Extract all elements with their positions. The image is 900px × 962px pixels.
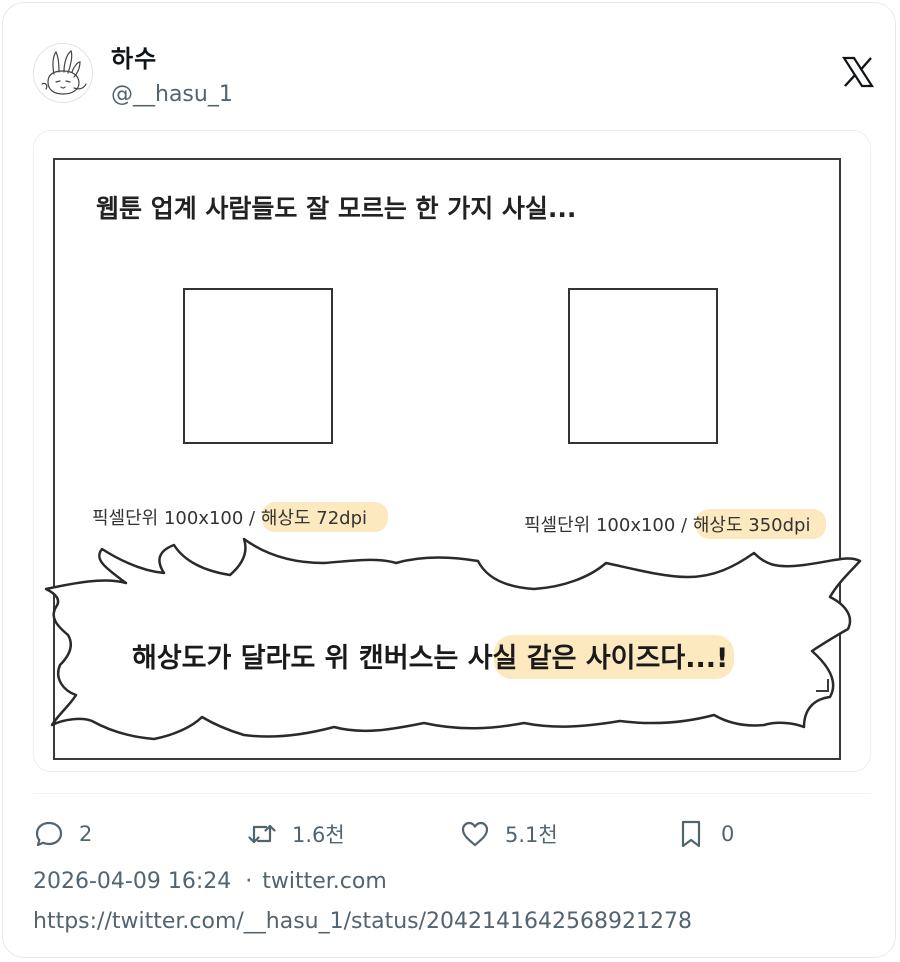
retweet-button[interactable]: 1.6천 xyxy=(246,815,345,853)
tweet-meta: 2026-04-09 16:24 · twitter.com xyxy=(33,869,387,894)
image-title: 웹툰 업계 사람들도 잘 모르는 한 가지 사실... xyxy=(96,194,576,223)
bubble-text: 해상도가 달라도 위 캔버스는 사실 같은 사이즈다...! xyxy=(132,643,728,674)
heart-icon xyxy=(461,821,489,847)
canvas-350dpi xyxy=(568,288,718,444)
right-caption: 픽셀단위 100x100 / 해상도 350dpi xyxy=(524,515,810,536)
bubble-highlight xyxy=(494,635,734,679)
bookmark-count: 0 xyxy=(721,822,735,846)
right-highlight xyxy=(696,509,826,539)
author-name[interactable]: 하수 xyxy=(111,45,158,73)
avatar[interactable] xyxy=(33,43,93,103)
reply-button[interactable]: 2 xyxy=(33,815,92,853)
tweet-media-image[interactable]: 웹툰 업계 사람들도 잘 모르는 한 가지 사실... 픽셀단위 100x100… xyxy=(33,130,871,772)
x-logo-icon[interactable] xyxy=(841,55,875,89)
reply-count: 2 xyxy=(79,822,93,846)
speech-bubble xyxy=(44,537,862,741)
timestamp[interactable]: 2026-04-09 16:24 xyxy=(33,869,232,894)
left-highlight xyxy=(262,502,388,532)
tweet-url[interactable]: https://twitter.com/__hasu_1/status/2042… xyxy=(33,909,692,934)
source-link[interactable]: twitter.com xyxy=(262,869,387,894)
like-count: 5.1천 xyxy=(505,823,558,847)
reply-icon xyxy=(35,821,63,847)
bookmark-button[interactable]: 0 xyxy=(675,815,734,853)
action-divider xyxy=(33,793,871,794)
left-caption: 픽셀단위 100x100 / 해상도 72dpi xyxy=(92,508,367,529)
bookmark-icon xyxy=(681,820,701,848)
canvas-72dpi xyxy=(183,288,333,444)
retweet-count: 1.6천 xyxy=(292,823,345,847)
rabbit-avatar-icon xyxy=(41,50,87,95)
like-button[interactable]: 5.1천 xyxy=(459,815,558,853)
meta-separator: · xyxy=(245,869,253,894)
retweet-icon xyxy=(248,824,276,844)
author-handle[interactable]: @__hasu_1 xyxy=(111,82,233,107)
